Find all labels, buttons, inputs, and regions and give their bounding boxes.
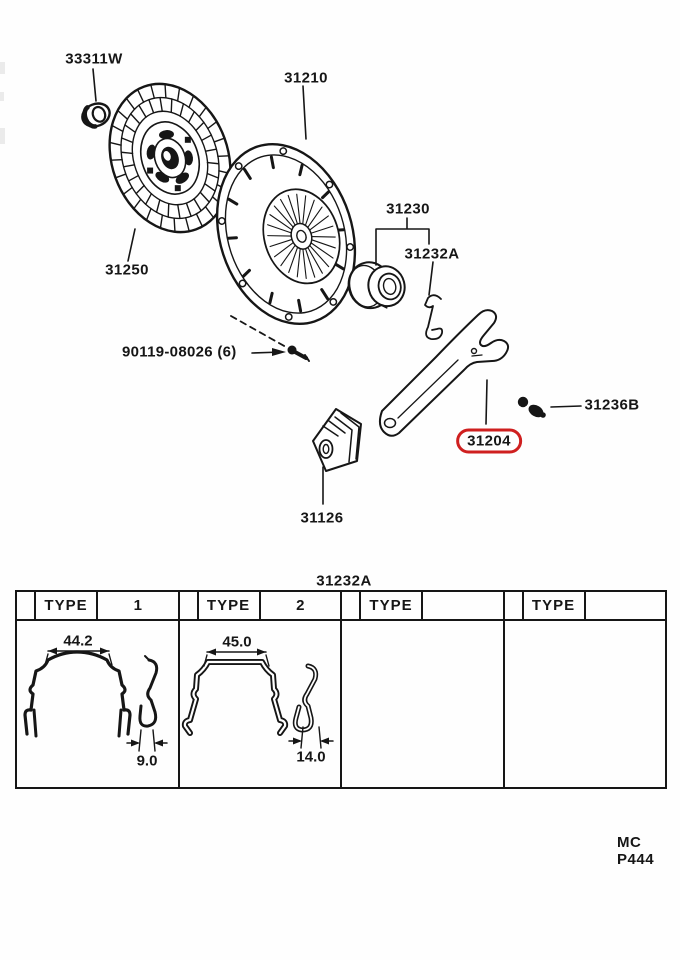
bolt-dashed-line [230, 315, 287, 348]
type-label: TYPE [36, 592, 98, 619]
scan-smudge [0, 128, 5, 144]
variant-table-title: 31232A [316, 572, 372, 590]
type-label: TYPE [199, 592, 261, 619]
variant-column-2: TYPE 2 [177, 592, 340, 787]
type-value: 2 [296, 597, 305, 614]
bearing-clip-drawing [424, 294, 444, 341]
part-label-bolt: 90119-08026 (6) [122, 343, 237, 361]
type-label: TYPE [524, 592, 586, 619]
bolt-drawing [287, 345, 310, 362]
clutch-cover-drawing [215, 142, 357, 326]
release-bearing-drawing [347, 261, 406, 310]
dim-type2-width: 45.0 [222, 633, 252, 651]
variant-drawing-cell [342, 621, 503, 787]
dim-type1-gap: 9.0 [136, 752, 158, 770]
dim-type2-gap: 14.0 [296, 748, 326, 766]
variant-header-2: TYPE 2 [179, 592, 340, 621]
header-spacer [17, 592, 36, 619]
part-label-boot: 31126 [300, 509, 344, 527]
scan-smudge [0, 62, 5, 74]
part-label-fork-highlighted: 31204 [456, 428, 522, 454]
variant-column-3: TYPE [340, 592, 503, 787]
bushing-drawing [81, 102, 111, 129]
dim-type1-width: 44.2 [63, 632, 93, 650]
grease-fitting-drawing [517, 396, 546, 418]
header-spacer [505, 592, 524, 619]
part-label-disc: 31250 [105, 261, 149, 279]
page-code: MC P444 [617, 834, 655, 868]
bolt-arrowhead [272, 348, 286, 356]
part-label-bearing: 31230 [386, 200, 430, 218]
variant-drawing-cell [505, 621, 666, 787]
clutch-disc-drawing [108, 82, 232, 234]
variant-column-4: TYPE [502, 592, 666, 787]
scan-smudge [0, 92, 4, 101]
type-label: TYPE [361, 592, 423, 619]
type-value [586, 592, 666, 619]
header-spacer [180, 592, 199, 619]
part-label-grease-fitting: 31236B [584, 396, 640, 414]
variant-header-4: TYPE [504, 592, 666, 621]
variant-column-1: TYPE 1 [17, 592, 178, 787]
boot-drawing [312, 408, 362, 472]
part-label-cover: 31210 [284, 69, 328, 87]
release-fork-drawing [378, 309, 510, 437]
part-label-clip: 31232A [404, 245, 460, 263]
type-value: 1 [133, 597, 142, 614]
header-spacer [342, 592, 361, 619]
variant-header-1: TYPE 1 [17, 592, 178, 621]
diaphragm-spring [262, 188, 341, 285]
variant-table: TYPE 1 TYPE 2 TYPE TYPE [15, 590, 667, 789]
part-label-bushing: 33311W [65, 50, 123, 68]
type-value [423, 592, 503, 619]
variant-header-3: TYPE [342, 592, 503, 621]
